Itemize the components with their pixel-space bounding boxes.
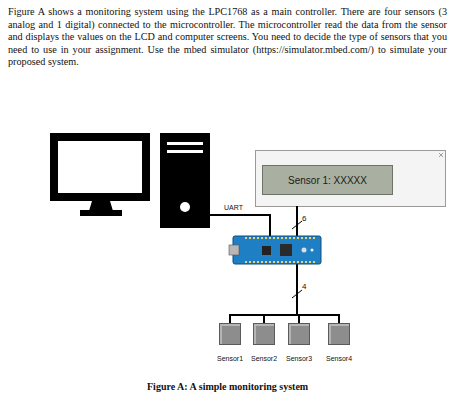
- sensor-label: Sensor1: [217, 355, 243, 362]
- bus-width-number: 4: [302, 282, 306, 291]
- sensor-label: Sensor3: [286, 355, 312, 362]
- sensor-box: Sensor3: [288, 323, 310, 345]
- computer-tower: [160, 133, 210, 228]
- sensor-box: Sensor2: [253, 323, 275, 345]
- lcd-housing: [256, 151, 446, 207]
- bus-label: UART: [224, 204, 243, 211]
- wires: [210, 206, 339, 323]
- sensor-label: Sensor2: [251, 355, 277, 362]
- lpc1768-board: [229, 236, 321, 264]
- lcd-text: Sensor 1: XXXXX: [288, 175, 367, 186]
- sensor-label: Sensor4: [326, 355, 352, 362]
- sensor-box: Sensor4: [328, 323, 350, 345]
- figure-caption: Figure A: A simple monitoring system: [147, 381, 308, 392]
- monitor-icon: [54, 137, 146, 216]
- description-paragraph: Figure A shows a monitoring system using…: [8, 6, 447, 69]
- sensor-box: Sensor1: [219, 323, 241, 345]
- bus-width-number: 6: [302, 214, 306, 223]
- lcd-display: Sensor 1: XXXXX: [262, 165, 393, 195]
